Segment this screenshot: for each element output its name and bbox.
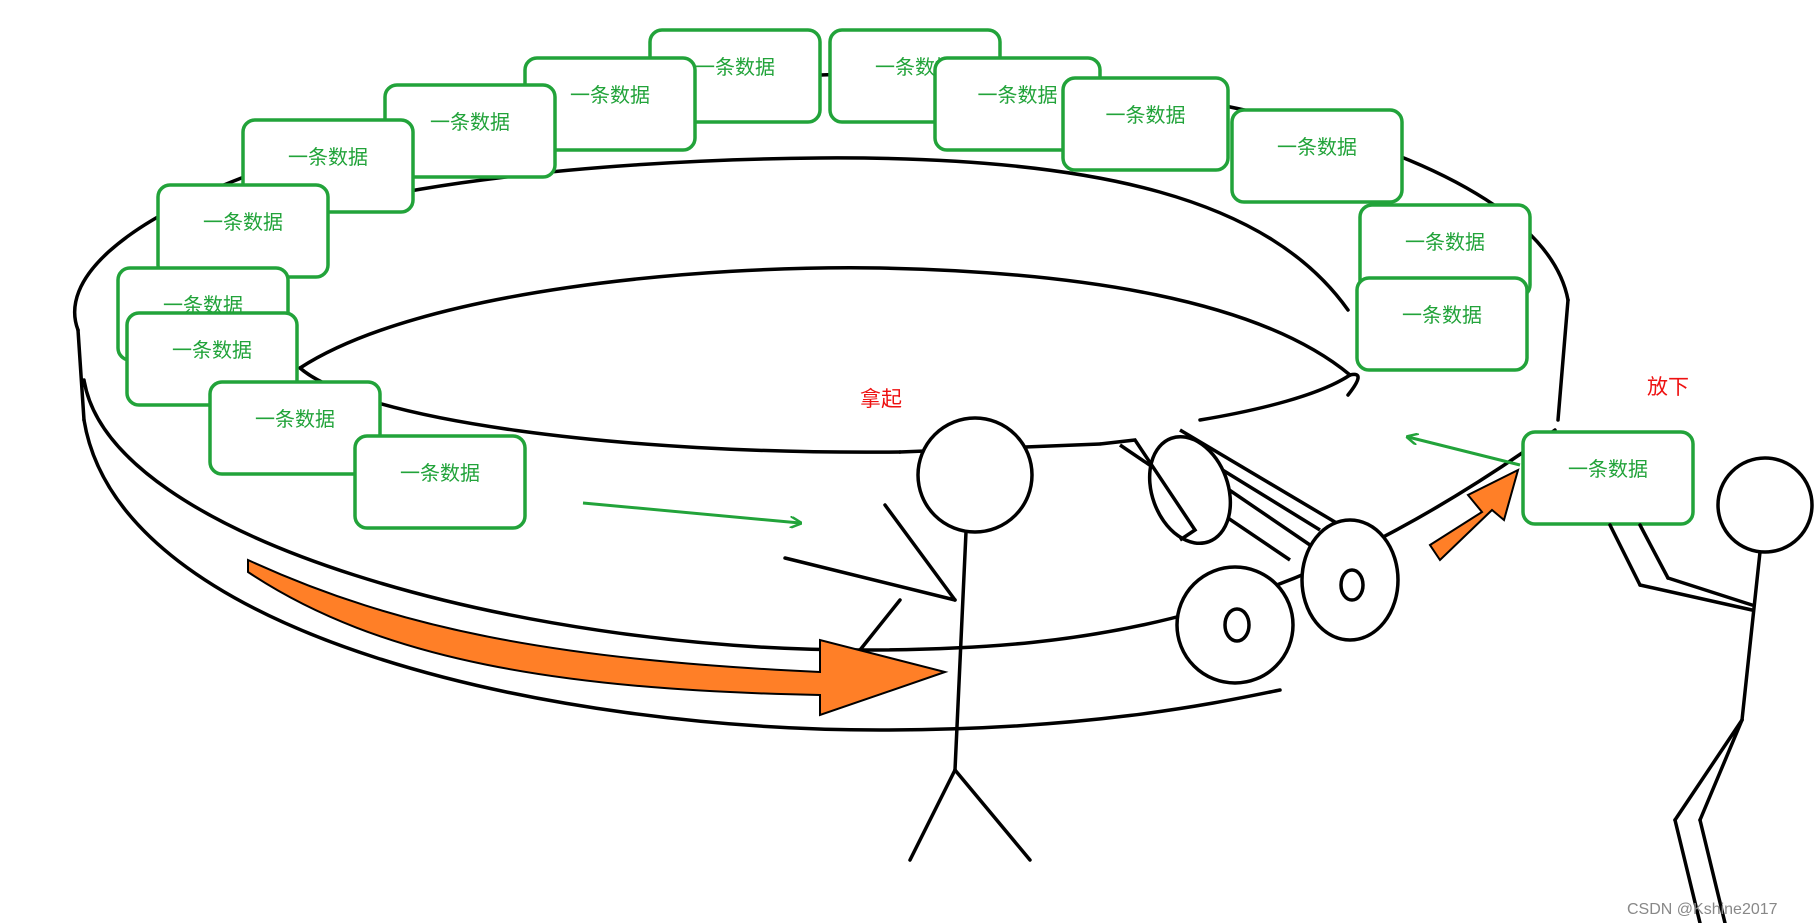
green-flow-arrows xyxy=(582,437,1521,523)
record-box-label: 一条数据 xyxy=(695,55,775,79)
record-box-label: 一条数据 xyxy=(203,210,283,234)
record-box-label: 一条数据 xyxy=(255,407,335,431)
record-box-label: 一条数据 xyxy=(1106,103,1186,127)
record-box-label: 一条数据 xyxy=(430,110,510,134)
record-box-label: 一条数据 xyxy=(1277,135,1357,159)
watermark: CSDN @Kshine2017 xyxy=(1627,901,1778,918)
record-box-label: 一条数据 xyxy=(978,83,1058,107)
roller-icon xyxy=(1099,428,1400,685)
record-box-label: 一条数据 xyxy=(1402,303,1482,327)
record-box: 一条数据 xyxy=(156,183,330,279)
record-box-label: 一条数据 xyxy=(1568,457,1648,481)
record-box-label: 一条数据 xyxy=(172,338,252,362)
record-box: 一条数据 xyxy=(208,380,382,476)
record-box: 一条数据 xyxy=(1355,276,1529,372)
record-box-label: 一条数据 xyxy=(1405,230,1485,254)
record-box-label: 一条数据 xyxy=(288,145,368,169)
rotation-arrow-icon xyxy=(247,468,1520,717)
record-boxes: 一条数据一条数据一条数据一条数据一条数据一条数据一条数据一条数据一条数据一条数据… xyxy=(116,28,1695,530)
record-box: 一条数据 xyxy=(1230,108,1404,204)
record-box: 一条数据 xyxy=(353,434,527,530)
record-box: 一条数据 xyxy=(1061,76,1230,172)
record-box: 一条数据 xyxy=(523,56,697,152)
record-box: 一条数据 xyxy=(383,83,557,179)
record-box-label: 一条数据 xyxy=(570,83,650,107)
record-box: 一条数据 xyxy=(1521,430,1695,526)
pick-up-label: 拿起 xyxy=(860,387,902,411)
put-down-label: 放下 xyxy=(1647,375,1689,399)
record-box: 一条数据 xyxy=(933,56,1102,152)
stick-figure-icon xyxy=(783,416,1034,862)
stick-figure-icon xyxy=(1608,456,1814,923)
record-box-label: 一条数据 xyxy=(400,461,480,485)
